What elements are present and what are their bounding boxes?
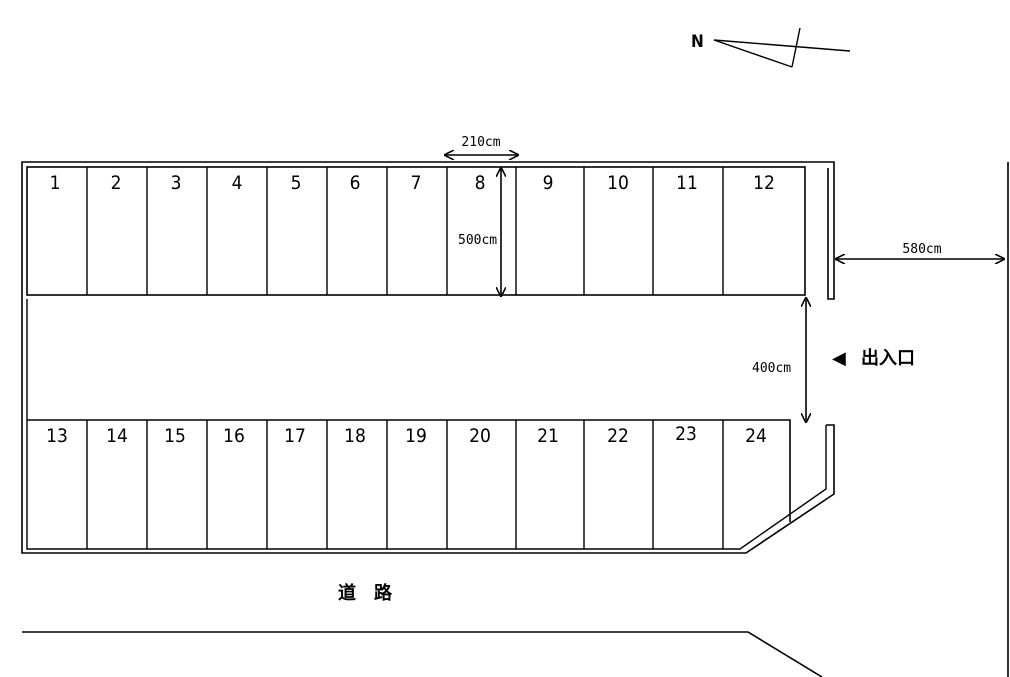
stall-number: 9: [543, 172, 554, 194]
lot-boundary: [21, 161, 835, 554]
stall-number: 24: [745, 425, 767, 447]
stall-number: 19: [405, 425, 427, 447]
road-label: 道 路: [338, 582, 393, 604]
road: 道 路: [22, 582, 823, 677]
top-stall-numbers: 1 2 3 4 5 6 7 8 9 10 11 12: [50, 172, 775, 194]
stall-length-label: 500cm: [458, 233, 497, 248]
aisle-width-label: 400cm: [752, 361, 791, 376]
stall-width-dimension: 210cm: [445, 135, 518, 155]
stall-number: 4: [232, 172, 243, 194]
north-label: N: [691, 32, 704, 52]
stall-number: 5: [291, 172, 302, 194]
entrance-marker: ◀ 出入口: [832, 347, 915, 369]
stall-number: 3: [171, 172, 182, 194]
bottom-stall-row: [27, 419, 791, 549]
north-compass-icon: N: [691, 27, 851, 68]
side-gap-label: 580cm: [902, 242, 941, 257]
stall-number: 21: [537, 425, 559, 447]
entrance-arrow-icon: ◀: [832, 348, 846, 369]
stall-number: 8: [475, 172, 486, 194]
stall-number: 14: [106, 425, 128, 447]
stall-number: 16: [223, 425, 245, 447]
stall-number: 23: [675, 423, 697, 445]
stall-number: 22: [607, 425, 629, 447]
stall-number: 2: [111, 172, 122, 194]
stall-number: 15: [164, 425, 186, 447]
stall-length-dimension: 500cm: [458, 168, 501, 296]
bottom-stall-numbers: 13 14 15 16 17 18 19 20 21 22 23 24: [46, 423, 767, 447]
stall-number: 20: [469, 425, 491, 447]
stall-number: 7: [411, 172, 422, 194]
aisle-width-dimension: 400cm: [752, 298, 806, 422]
stall-width-label: 210cm: [461, 135, 500, 150]
stall-number: 17: [284, 425, 306, 447]
stall-number: 11: [676, 172, 698, 194]
stall-number: 1: [50, 172, 61, 194]
stall-number: 12: [753, 172, 775, 194]
top-stall-row: [26, 166, 806, 296]
stall-number: 6: [350, 172, 361, 194]
entrance-label: 出入口: [861, 347, 915, 369]
stall-number: 13: [46, 425, 68, 447]
side-gap-dimension: 580cm: [836, 242, 1004, 259]
stall-number: 18: [344, 425, 366, 447]
stall-number: 10: [607, 172, 629, 194]
